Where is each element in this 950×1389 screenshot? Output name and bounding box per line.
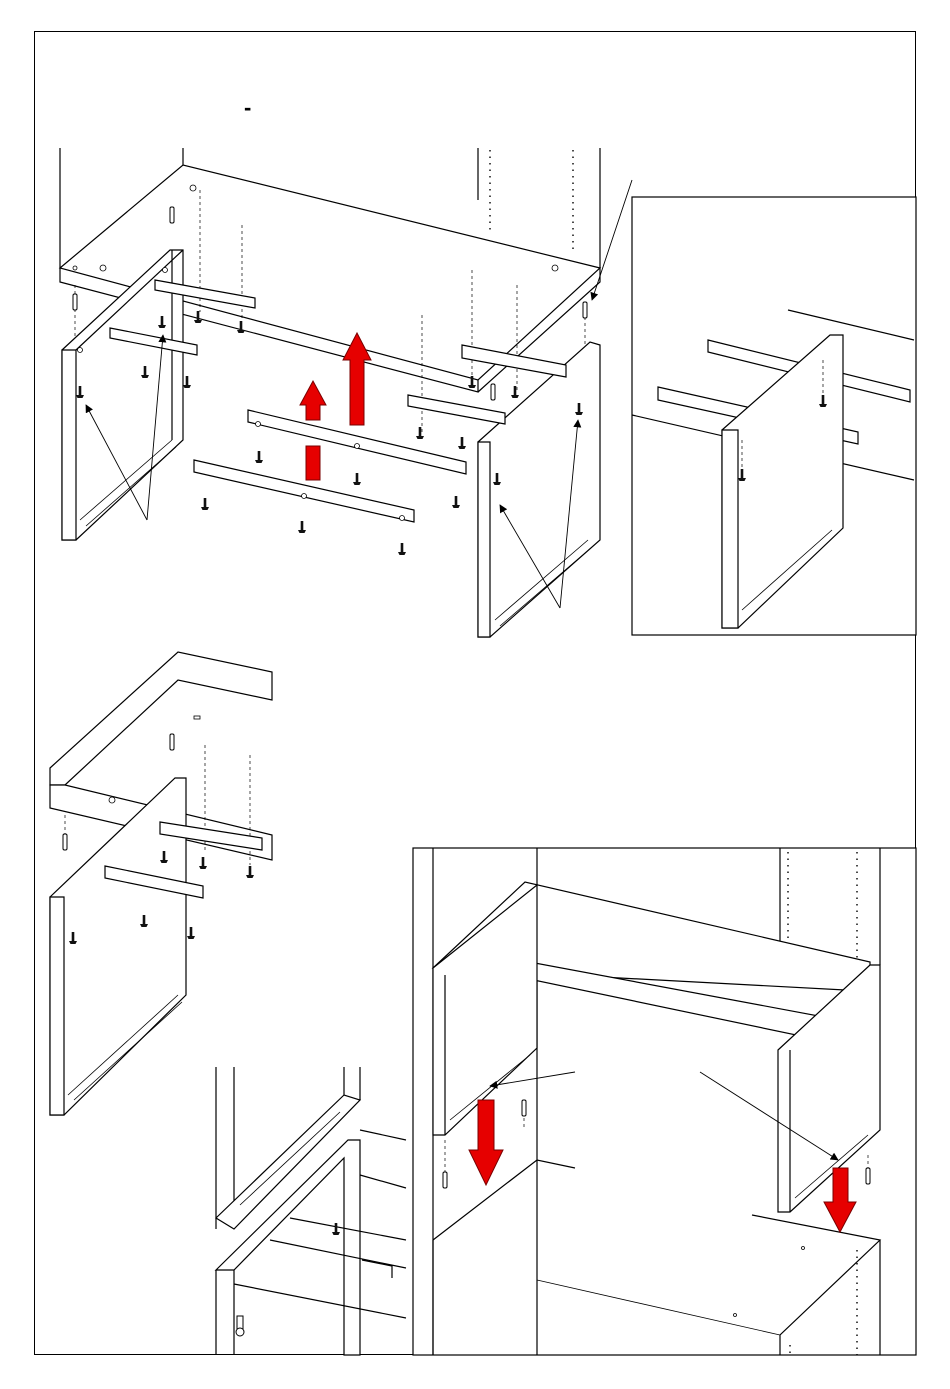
bottom-left-view [50, 652, 272, 1115]
top-assembly-view [60, 148, 632, 637]
red-arrow-up [300, 381, 326, 420]
bottom-right-view [413, 848, 916, 1355]
left-frame [62, 250, 255, 540]
bottom-closeup-view [216, 1067, 406, 1355]
detail-inset [632, 197, 916, 635]
